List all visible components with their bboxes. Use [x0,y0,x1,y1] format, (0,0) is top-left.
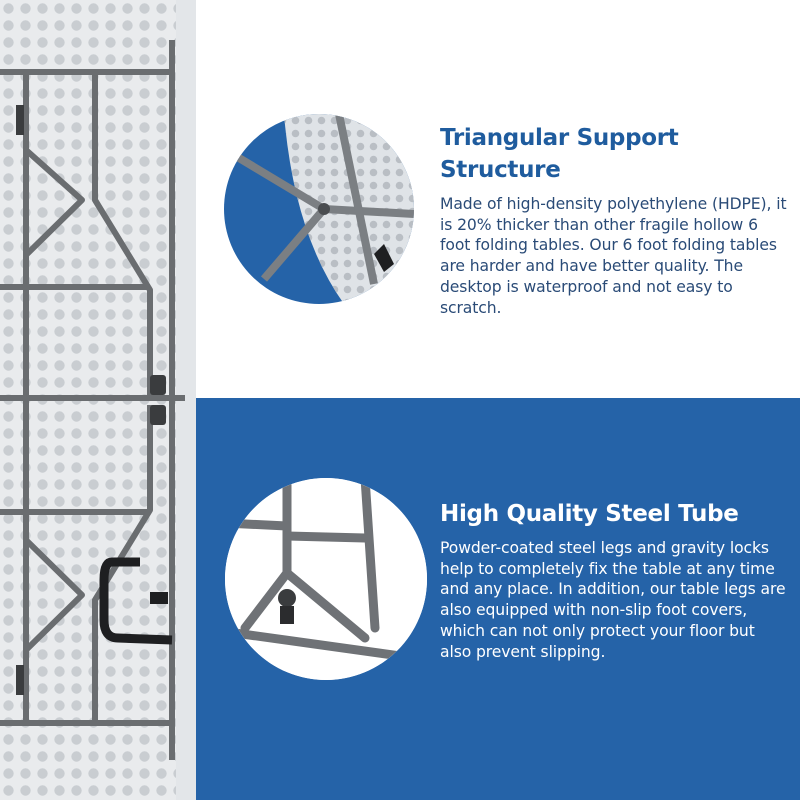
folding-table-underside-image [0,0,196,800]
triangular-brace-closeup-image [224,114,414,304]
feature-description: Made of high-density polyethylene (HDPE)… [440,195,787,317]
feature-steel-tube: High Quality Steel Tube Powder-coated st… [440,498,790,662]
feature-title: High Quality Steel Tube [440,501,739,527]
feature-triangular-support: Triangular Support Structure Made of hig… [440,122,790,318]
steel-leg-joint-closeup-image [225,478,427,680]
feature-description: Powder-coated steel legs and gravity loc… [440,539,786,661]
feature-title: Triangular Support Structure [440,125,679,183]
